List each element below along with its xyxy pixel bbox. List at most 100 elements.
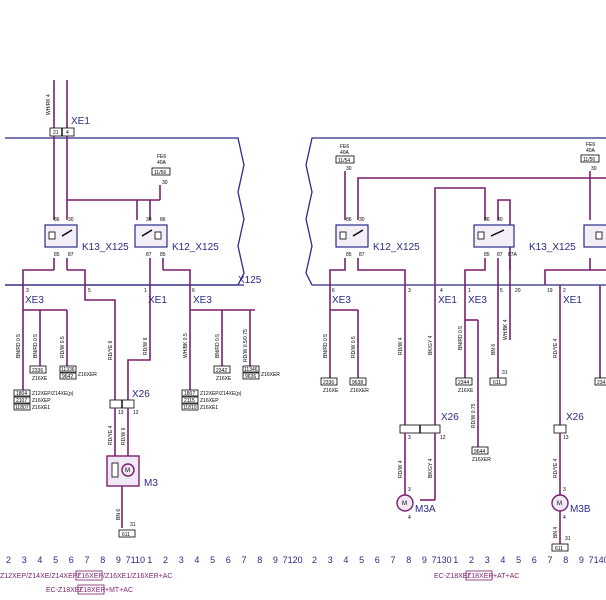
left-pin-6: 6	[192, 288, 195, 294]
ruler-tick: 7	[548, 555, 553, 565]
fuse-rating-left: 40A	[157, 160, 167, 166]
fuse-b-name: FE6	[586, 142, 595, 148]
k13-pin-87: 87	[68, 252, 74, 258]
ruler-tick: 6	[532, 555, 537, 565]
ruler-tick: 9	[422, 555, 427, 565]
box-2115: 2115	[184, 398, 195, 404]
rk13-pin-86: 86	[484, 217, 490, 223]
footer-left-l2-post: +MT+AC	[105, 587, 133, 594]
ruler-tick: 8	[100, 555, 105, 565]
fuse-b-box: 11/56	[583, 157, 595, 163]
ruler-tick: 4	[37, 555, 42, 565]
ground-611-left: 611	[122, 532, 130, 538]
rp-box-9644-lbl: Z16XER	[472, 457, 491, 463]
rp-wire-5: BN/RD 0.5	[458, 326, 464, 350]
box-9642: 9642	[62, 374, 73, 380]
ruler-tick: 7140	[589, 555, 606, 565]
motor-m3b: M3B	[570, 504, 591, 515]
k13-pin-85: 85	[54, 252, 60, 258]
rk13-pin-87a: 87A	[508, 252, 518, 258]
box-2107-lbl: Z16XEP	[32, 398, 51, 404]
xe3-left: XE3	[25, 295, 44, 306]
motor-m3a: M3A	[415, 504, 436, 515]
ruler-tick: 8	[406, 555, 411, 565]
rp-box-234: 234	[597, 380, 606, 386]
rp-wire-6: BN 6	[491, 344, 497, 355]
rp-pin-3: 3	[408, 288, 411, 294]
fuse-pin-left: 30	[162, 180, 168, 186]
box-11336-lbl: Z16XER	[78, 372, 97, 378]
relay-k13-right: K13_X125	[529, 242, 576, 253]
ruler-tick: 4	[194, 555, 199, 565]
ruler-tick: 4	[500, 555, 505, 565]
m3-symbol: M	[125, 468, 130, 474]
xe1-top-label: XE1	[71, 116, 90, 127]
rp-wire-rdw: RD/W 0.75	[471, 403, 477, 428]
wire-r3: RD/W 0.5/0.75	[243, 329, 249, 362]
k12-pin-87: 87	[146, 252, 152, 258]
rp-box-2336: 2336	[323, 380, 334, 386]
ruler-tick: 8	[563, 555, 568, 565]
rp-wire-1: BN/RD 0.5	[323, 334, 329, 358]
rp-wire-3: RD/W 4	[398, 337, 404, 355]
fuse-b-pin: 30	[591, 166, 597, 172]
m3b-symbol: M	[557, 501, 562, 507]
rp-pin-20: 20	[515, 288, 521, 294]
rk12-pin-87: 87	[359, 252, 365, 258]
wire-l1: BN/RD 0.5	[16, 334, 22, 358]
rp-wire-4: BK/GY 4	[428, 335, 434, 355]
ruler-tick: 5	[516, 555, 521, 565]
rk13-pin-87: 87	[497, 252, 503, 258]
relay-k12-right: K12_X125	[373, 242, 420, 253]
rp-pin-4: 4	[440, 288, 443, 294]
x26-left-pin13: 13	[118, 410, 124, 416]
ruler-tick: 1	[453, 555, 458, 565]
box-2336-left: 2336	[32, 368, 43, 374]
ruler-tick: 6	[375, 555, 380, 565]
k13-pin-86: 86	[54, 217, 60, 223]
rp-pin-2: 2	[563, 288, 566, 294]
rp-box-2344-lbl: Z16XE	[458, 388, 474, 394]
box-11336: 11336	[61, 367, 75, 373]
rk13-pin-30: 30	[497, 217, 503, 223]
fuse-name-left: FE6	[157, 154, 166, 160]
xe1-mid: XE1	[148, 295, 167, 306]
box-11346: 11346	[244, 367, 258, 373]
ruler-tick: 4	[343, 555, 348, 565]
ruler-tick: 6	[69, 555, 74, 565]
ruler-tick: 3	[485, 555, 490, 565]
rp-bn4: BN 4	[553, 527, 559, 538]
box-2342: 2342	[216, 368, 227, 374]
wire-r1: WH/BK 0.5	[183, 333, 189, 358]
rp-pin-1: 1	[468, 288, 471, 294]
fuse-a-box: 11/54	[338, 158, 350, 164]
rp-pin-19: 19	[547, 288, 553, 294]
rp-box-611b: 611	[555, 546, 563, 552]
ruler-tick: 5	[210, 555, 215, 565]
rk13-pin-85: 85	[484, 252, 490, 258]
rp-box-9644: 9644	[474, 449, 485, 455]
left-pin-5: 5	[88, 288, 91, 294]
rp-wire-2: RD/W 0.5	[351, 336, 357, 358]
ruler-tick: 7130	[432, 555, 452, 565]
right-panel: FE6 40A 11/54 30 FE6 40A 11/56 30 86 30 …	[305, 137, 606, 552]
footer-left-l1-pre: Z12XEP/Z14XE/Z14XEP/	[0, 573, 79, 580]
ruler-tick: 2	[6, 555, 11, 565]
connector-x125: X125	[238, 275, 262, 286]
ruler-tick: 9	[579, 555, 584, 565]
box-1804-lbl: Z12XEP/Z14XE(p)	[32, 391, 74, 397]
rk12-pin-85: 85	[346, 252, 352, 258]
k13-pin-30: 30	[68, 217, 74, 223]
ruler-tick: 7	[85, 555, 90, 565]
ruler-tick: 3	[22, 555, 27, 565]
box-11810: 11810	[183, 405, 197, 411]
box-2342-lbl: Z16XE	[216, 376, 232, 382]
fuse-b-rating: 40A	[586, 148, 596, 154]
ruler-tick: 6	[226, 555, 231, 565]
m3a-pin3: 3	[408, 487, 411, 493]
footer-left-l1-post: /Z16XE1/Z16XER+AC	[103, 573, 172, 580]
ruler-tick: 8	[257, 555, 262, 565]
relay-k13-left: K13_X125	[82, 242, 129, 253]
